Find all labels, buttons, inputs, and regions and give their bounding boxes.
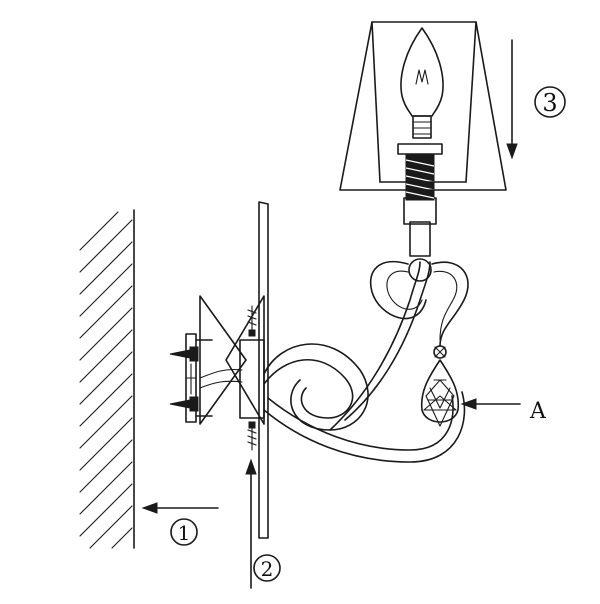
step1-number: 1 xyxy=(178,521,191,545)
socket-stem xyxy=(409,221,431,257)
wire-2 xyxy=(199,380,243,389)
lamp-shade xyxy=(339,21,507,191)
wall-plate xyxy=(258,201,269,539)
plate-screw-top xyxy=(247,305,257,337)
shade-outline xyxy=(339,21,507,191)
canopy-block xyxy=(239,339,265,419)
lamp-socket xyxy=(397,143,443,257)
shade-fold-left xyxy=(371,21,381,183)
crystal-bead xyxy=(433,345,447,359)
crystal-pendant xyxy=(420,345,460,427)
arm-loop-inner xyxy=(263,358,354,419)
shade-ring xyxy=(397,143,443,155)
callout-a-label: A xyxy=(529,399,547,424)
arm-lower-curve xyxy=(263,391,466,463)
shade-fold-right xyxy=(465,21,477,183)
arm-center-knob xyxy=(408,258,432,282)
step3-badge: 3 xyxy=(534,86,566,118)
lamp-arm xyxy=(263,258,469,463)
wall-screw-upper xyxy=(169,346,199,362)
plate-screw-bottom xyxy=(247,421,257,451)
mounting-bracket xyxy=(169,295,265,425)
arm-left-swirl xyxy=(369,260,427,320)
callout-a: A xyxy=(460,398,547,424)
wall xyxy=(79,209,135,549)
step3-arrow xyxy=(506,39,518,160)
arm-loop-outer xyxy=(263,343,369,431)
socket-cup xyxy=(403,197,437,225)
canopy xyxy=(239,201,269,539)
step2-badge: 2 xyxy=(253,554,281,582)
arm-lower-curve-inner xyxy=(267,395,454,451)
bulb-base xyxy=(412,115,432,139)
bracket-triangle-left xyxy=(199,295,247,425)
step2-number: 2 xyxy=(261,557,274,581)
wall-screw-lower xyxy=(169,396,199,412)
step3-number: 3 xyxy=(542,89,557,117)
bulb-glass xyxy=(400,27,444,117)
step2-arrow xyxy=(245,458,257,589)
arm-right-swirl xyxy=(431,261,469,347)
arm-upper-stem-inner xyxy=(344,261,431,421)
arm-upper-stem xyxy=(329,261,421,431)
step1-badge: 1 xyxy=(170,518,198,546)
candle-bulb xyxy=(400,27,444,139)
bulb-filament xyxy=(415,69,429,85)
crystal-drop xyxy=(420,359,460,423)
wire-1 xyxy=(199,368,243,379)
wall-hatching xyxy=(79,211,133,549)
step1-arrow xyxy=(141,502,219,514)
